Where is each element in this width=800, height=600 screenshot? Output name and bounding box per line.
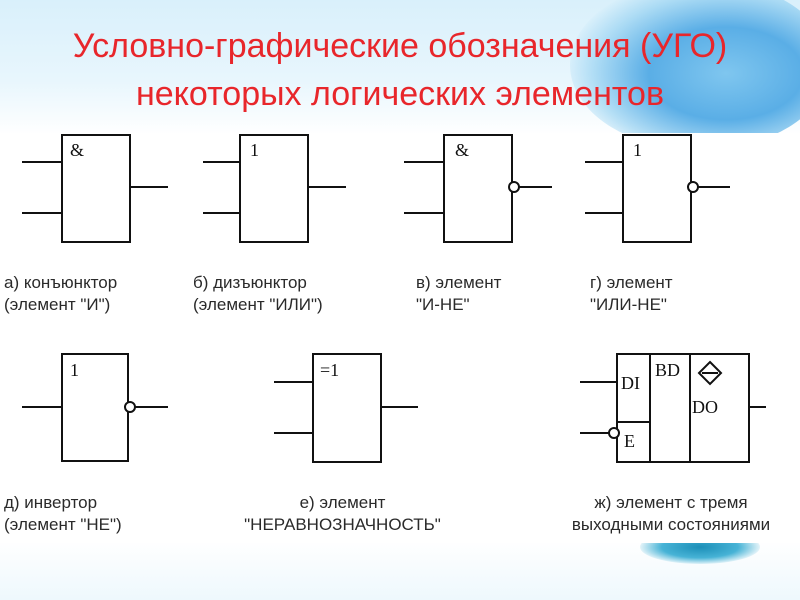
gate-tristate-label-di: DI <box>621 373 640 393</box>
caption-and: а) конъюнктор (элемент "И") <box>4 272 117 316</box>
caption-nand: в) элемент "И-НЕ" <box>416 272 501 316</box>
gate-nor-symbol: 1 <box>633 140 642 160</box>
caption-and-line2: (элемент "И") <box>4 295 111 314</box>
gate-and: & <box>22 134 168 243</box>
gate-tristate-body <box>616 353 750 463</box>
gate-or: 1 <box>203 134 346 243</box>
gate-not-symbol: 1 <box>70 360 79 380</box>
caption-nand-line1: в) элемент <box>416 273 502 292</box>
gate-xor-body <box>312 353 382 463</box>
gate-tristate-label-bd: BD <box>655 360 680 380</box>
caption-nor-line1: г) элемент <box>590 273 673 292</box>
caption-nand-line2: "И-НЕ" <box>416 295 470 314</box>
caption-tristate-line2: выходными состояниями <box>571 515 771 534</box>
page-title: Условно-графические обозначения (УГО) не… <box>0 22 800 118</box>
gate-and-symbol: & <box>70 140 84 160</box>
gate-or-symbol: 1 <box>250 140 259 160</box>
caption-xor-line2: "НЕРАВНОЗНАЧНОСТЬ" <box>244 515 441 534</box>
gate-not-inversion-circle <box>124 401 136 413</box>
gate-nand-symbol: & <box>455 140 469 160</box>
gate-tristate-diamond-icon <box>697 360 723 386</box>
gate-not: 1 <box>22 353 168 462</box>
flower-decoration <box>570 0 800 150</box>
gate-xor: =1 <box>274 353 418 463</box>
gate-or-body <box>239 134 309 243</box>
gate-tristate: DI BD E DO <box>580 353 766 463</box>
gate-and-body <box>61 134 131 243</box>
caption-nor-line2: "ИЛИ-НЕ" <box>590 295 667 314</box>
gate-nor: 1 <box>585 134 730 243</box>
caption-not-line1: д) инвертор <box>4 493 98 512</box>
page-title-line1: Условно-графические обозначения (УГО) <box>72 27 728 65</box>
gate-tristate-label-do: DO <box>692 397 718 417</box>
gate-tristate-enable-inversion-circle <box>608 427 620 439</box>
caption-xor: е) элемент "НЕРАВНОЗНАЧНОСТЬ" <box>205 492 480 536</box>
gate-nor-inversion-circle <box>687 181 699 193</box>
gate-nor-body <box>622 134 692 243</box>
gate-nand-body <box>443 134 513 243</box>
caption-or-line2: (элемент "ИЛИ") <box>193 295 323 314</box>
caption-tristate: ж) элемент с тремя выходными состояниями <box>545 492 797 536</box>
gate-nand-inversion-circle <box>508 181 520 193</box>
gate-nand: & <box>404 134 552 243</box>
caption-or-line1: б) дизъюнктор <box>193 273 307 292</box>
caption-nor: г) элемент "ИЛИ-НЕ" <box>590 272 673 316</box>
caption-and-line1: а) конъюнктор <box>4 273 118 292</box>
caption-xor-line1: е) элемент <box>299 493 386 512</box>
caption-or: б) дизъюнктор (элемент "ИЛИ") <box>193 272 323 316</box>
gate-tristate-label-e: E <box>624 431 635 451</box>
caption-not-line2: (элемент "НЕ") <box>4 515 122 534</box>
page-title-line2: некоторых логических элементов <box>135 75 665 113</box>
caption-not: д) инвертор (элемент "НЕ") <box>4 492 122 536</box>
caption-tristate-line1: ж) элемент с тремя <box>594 493 748 512</box>
gate-xor-symbol: =1 <box>320 360 339 380</box>
